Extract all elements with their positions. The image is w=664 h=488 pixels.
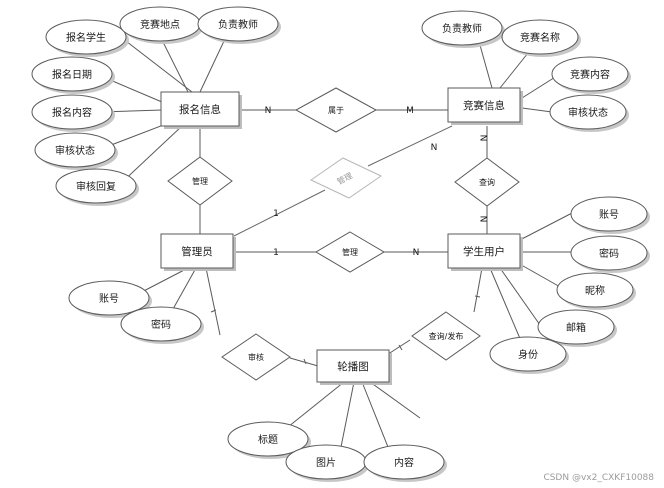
attribute-stu-id: 身份 <box>489 336 569 374</box>
attribute-stu-password: 密码 <box>570 235 650 273</box>
attribute-reg-status-label: 审核状态 <box>55 144 95 157</box>
cardinality-student-manage: N <box>413 248 420 258</box>
relationship-query-publish-label: 查询/发布 <box>429 331 464 341</box>
attribute-car-image-label: 图片 <box>316 456 336 469</box>
entity-student-label: 学生用户 <box>463 245 505 258</box>
attribute-stu-id-label: 身份 <box>518 348 538 361</box>
attribute-car-title-label: 标题 <box>258 434 278 446</box>
cardinality-admin-faint: 1 <box>273 209 279 219</box>
relationship-review-label: 审核 <box>248 352 264 362</box>
attribute-stu-nickname-label: 昵称 <box>585 284 605 297</box>
relationship-query-label: 查询 <box>479 177 495 187</box>
entity-student: 学生用户 <box>447 233 523 271</box>
attribute-reg-location: 竞赛地点 <box>119 6 203 44</box>
relationship-query-publish: 查询/发布 <box>411 311 481 361</box>
attribute-stu-account-label: 账号 <box>599 209 619 221</box>
attribute-reg-student-label: 报名学生 <box>66 31 106 44</box>
attribute-reg-teacher-label: 负责教师 <box>218 18 258 31</box>
cardinality-comp-query: N <box>480 135 490 142</box>
attribute-comp-teacher-label: 负责教师 <box>442 22 482 35</box>
relationship-manage-student-label: 管理 <box>342 247 358 257</box>
relationship-manage-student: 管理 <box>315 231 385 273</box>
attribute-car-image: 图片 <box>285 444 369 482</box>
attribute-car-content: 内容 <box>363 444 447 482</box>
attribute-comp-name: 竞赛名称 <box>501 19 581 57</box>
attribute-stu-email: 邮箱 <box>537 309 617 347</box>
attribute-reg-reply-label: 审核回复 <box>76 180 116 193</box>
cardinality-comp-faint: N <box>431 143 438 153</box>
attribute-comp-status-label: 审核状态 <box>568 106 608 119</box>
entity-admin: 管理员 <box>160 233 236 271</box>
attribute-reg-status: 审核状态 <box>34 132 118 170</box>
attribute-reg-date-label: 报名日期 <box>52 68 92 81</box>
entity-carousel-label: 轮播图 <box>337 360 369 373</box>
attribute-admin-password: 密码 <box>120 306 204 344</box>
attribute-reg-student: 报名学生 <box>45 19 129 57</box>
entity-registration-label: 报名信息 <box>179 103 221 116</box>
attribute-comp-teacher: 负责教师 <box>421 10 505 48</box>
attribute-reg-location-label: 竞赛地点 <box>140 18 180 31</box>
cardinality-labels: N M N 1 1 N N N <box>265 106 490 258</box>
entity-competition-label: 竞赛信息 <box>463 99 505 112</box>
cardinality-student-query: N <box>480 216 490 223</box>
attribute-admin-account: 账号 <box>68 280 152 318</box>
attribute-stu-password-label: 密码 <box>599 247 619 260</box>
relationship-belongs-label: 属于 <box>328 106 344 115</box>
connector-ticks <box>210 295 481 365</box>
attribute-car-title: 标题 <box>227 421 311 459</box>
attribute-stu-email-label: 邮箱 <box>566 321 586 334</box>
attribute-reg-date: 报名日期 <box>31 56 115 94</box>
attribute-stu-nickname: 昵称 <box>556 272 636 310</box>
cardinality-reg-belongs: N <box>265 106 272 116</box>
entity-admin-label: 管理员 <box>181 245 213 258</box>
relationship-query: 查询 <box>454 157 520 207</box>
attribute-comp-content: 竞赛内容 <box>551 56 631 94</box>
attribute-comp-name-label: 竞赛名称 <box>520 31 560 44</box>
attribute-reg-content-label: 报名内容 <box>52 106 92 119</box>
attribute-admin-password-label: 密码 <box>151 318 171 331</box>
attribute-car-content-label: 内容 <box>394 456 414 469</box>
entity-registration: 报名信息 <box>160 91 242 129</box>
relationship-manage-registration-label: 管理 <box>192 176 208 186</box>
entity-competition: 竞赛信息 <box>447 87 523 125</box>
attribute-comp-content-label: 竞赛内容 <box>570 68 610 81</box>
cardinality-comp-belongs: M <box>406 106 414 116</box>
relationship-manage-registration: 管理 <box>167 156 233 206</box>
entity-carousel: 轮播图 <box>316 349 392 385</box>
attribute-admin-account-label: 账号 <box>99 293 119 305</box>
attribute-reg-reply: 审核回复 <box>55 168 139 206</box>
relationship-review: 审核 <box>221 333 291 381</box>
relationship-belongs: 属于 <box>294 87 378 133</box>
relationship-manage-competition: 管理 <box>310 157 382 199</box>
attribute-reg-teacher: 负责教师 <box>197 6 281 44</box>
watermark: CSDN @vx2_CXKF10088 <box>543 473 654 483</box>
attribute-stu-account: 账号 <box>570 196 650 234</box>
attribute-comp-status: 审核状态 <box>549 94 629 132</box>
cardinality-admin-manage: 1 <box>273 248 279 258</box>
attribute-reg-content: 报名内容 <box>31 94 115 132</box>
